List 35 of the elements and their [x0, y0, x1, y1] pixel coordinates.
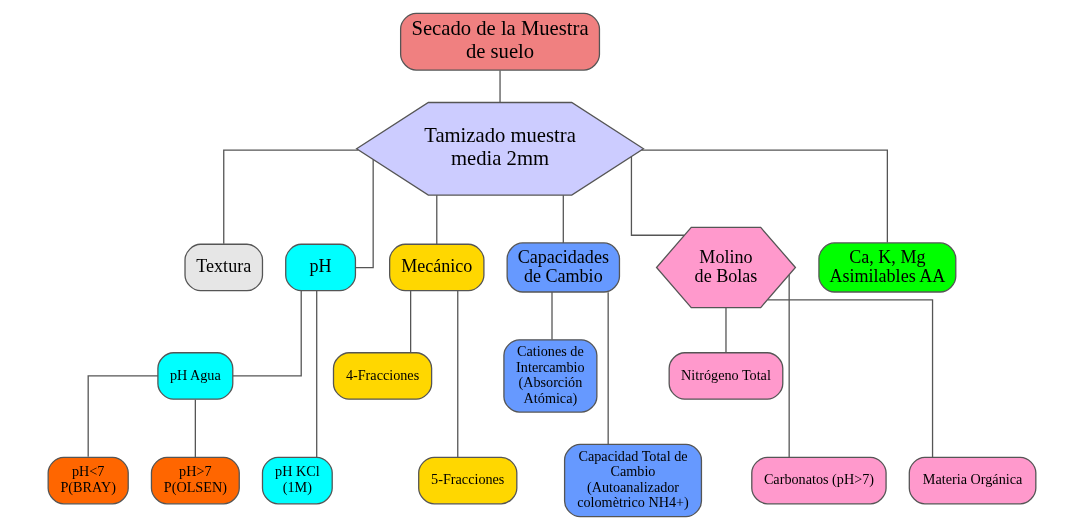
connector: [499, 69, 501, 103]
node-box: Nitrógeno Total: [668, 352, 784, 400]
node-box: pH<7 P(BRAY): [47, 456, 129, 505]
connector: [436, 194, 438, 245]
node-box: Carbonatos (pH>7): [751, 456, 887, 505]
node-box: pH Agua: [157, 352, 234, 400]
connector: [316, 290, 318, 458]
node-box: Capacidad Total de Cambio (Autoanalizador colomètrico NH4+): [563, 443, 703, 518]
node-box: Secado de la Muestra de suelo: [400, 12, 601, 71]
node-box: Mecánico: [389, 243, 485, 292]
connector: [640, 149, 888, 244]
connector: [232, 290, 302, 377]
node-box: pH>7 P(OLSEN): [150, 456, 240, 505]
node-box: Cationes de Intercambio (Absorción Atómica): [503, 339, 598, 413]
connector: [767, 299, 934, 458]
connector: [788, 274, 790, 458]
node-box: pH: [285, 243, 357, 292]
node-box: Ca, K, Mg Asimilables AA: [818, 242, 957, 293]
connector: [410, 290, 412, 354]
connector: [355, 159, 374, 269]
node-box: 5-Fracciones: [418, 456, 518, 505]
node-box: pH KCl (1M): [261, 456, 333, 505]
connector: [223, 149, 359, 245]
node-box: Materia Orgánica: [908, 456, 1037, 505]
connector: [194, 399, 196, 458]
connector: [551, 291, 553, 341]
connector: [87, 375, 159, 458]
connector: [457, 290, 459, 458]
connector: [630, 156, 685, 236]
node-box: 4-Fracciones: [332, 352, 433, 400]
node-box: Textura: [184, 243, 264, 292]
node-box: Capacidades de Cambio: [506, 242, 621, 293]
connector: [725, 307, 727, 353]
connector: [562, 194, 564, 244]
connector: [607, 291, 609, 445]
